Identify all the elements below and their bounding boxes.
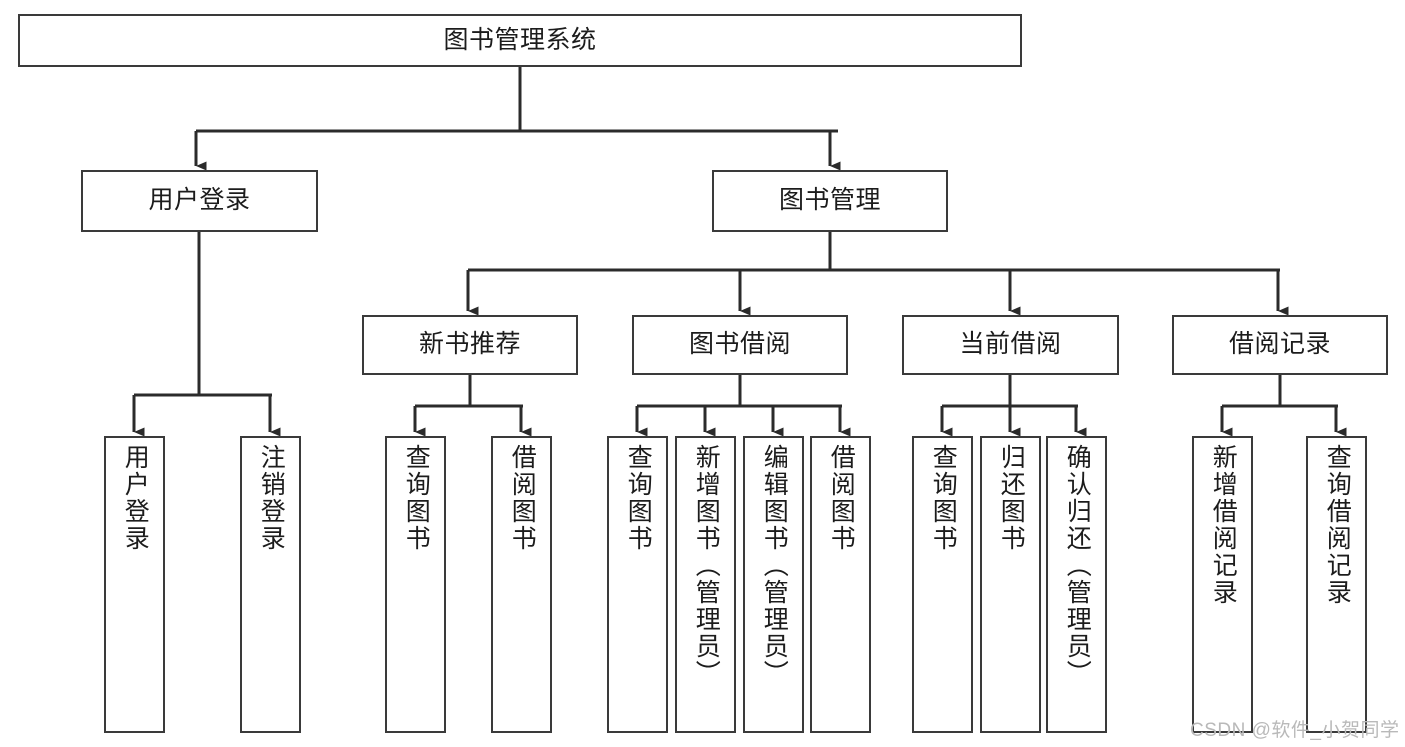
node-new-book-recommend[interactable]: 新书推荐 <box>362 315 578 375</box>
node-book-manage[interactable]: 图书管理 <box>712 170 948 232</box>
node-leaf-add-record[interactable]: 新增借阅记录 <box>1192 436 1253 733</box>
node-label: 借阅图书 <box>508 444 537 552</box>
node-leaf-add-book[interactable]: 新增图书（管理员） <box>675 436 736 733</box>
node-label: 借阅记录 <box>1228 330 1331 359</box>
node-label: 用户登录 <box>121 444 150 552</box>
node-leaf-return-book[interactable]: 归还图书 <box>980 436 1041 733</box>
node-leaf-query-record[interactable]: 查询借阅记录 <box>1306 436 1367 733</box>
node-label: 确认归还（管理员） <box>1063 444 1092 687</box>
node-leaf-query-book-2[interactable]: 查询图书 <box>607 436 668 733</box>
node-label: 归还图书 <box>997 444 1026 552</box>
node-leaf-confirm-return[interactable]: 确认归还（管理员） <box>1046 436 1107 733</box>
node-borrow-record[interactable]: 借阅记录 <box>1172 315 1388 375</box>
node-label: 新增借阅记录 <box>1209 444 1238 606</box>
node-label: 注销登录 <box>257 444 286 552</box>
node-label: 图书管理系统 <box>443 25 597 54</box>
node-label: 新增图书（管理员） <box>692 444 721 687</box>
csdn-watermark: CSDN @软件_小贺同学 <box>1190 720 1400 741</box>
node-root-book-management-system[interactable]: 图书管理系统 <box>18 14 1022 67</box>
node-label: 编辑图书（管理员） <box>760 444 789 687</box>
node-user-login[interactable]: 用户登录 <box>81 170 318 232</box>
node-label: 查询借阅记录 <box>1323 444 1352 606</box>
node-leaf-borrow-book-1[interactable]: 借阅图书 <box>491 436 552 733</box>
node-leaf-edit-book[interactable]: 编辑图书（管理员） <box>743 436 804 733</box>
node-label: 查询图书 <box>929 444 958 552</box>
node-current-borrow[interactable]: 当前借阅 <box>902 315 1119 375</box>
node-label: 图书借阅 <box>688 330 791 359</box>
node-label: 图书管理 <box>778 186 881 215</box>
node-book-borrow[interactable]: 图书借阅 <box>632 315 848 375</box>
node-label: 当前借阅 <box>959 330 1062 359</box>
node-label: 借阅图书 <box>827 444 856 552</box>
node-label: 新书推荐 <box>418 330 521 359</box>
node-label: 用户登录 <box>148 186 251 215</box>
node-leaf-user-login[interactable]: 用户登录 <box>104 436 165 733</box>
node-label: 查询图书 <box>624 444 653 552</box>
node-leaf-borrow-book-2[interactable]: 借阅图书 <box>810 436 871 733</box>
node-leaf-query-book-1[interactable]: 查询图书 <box>385 436 446 733</box>
node-leaf-user-logout[interactable]: 注销登录 <box>240 436 301 733</box>
node-leaf-query-book-3[interactable]: 查询图书 <box>912 436 973 733</box>
node-label: 查询图书 <box>402 444 431 552</box>
